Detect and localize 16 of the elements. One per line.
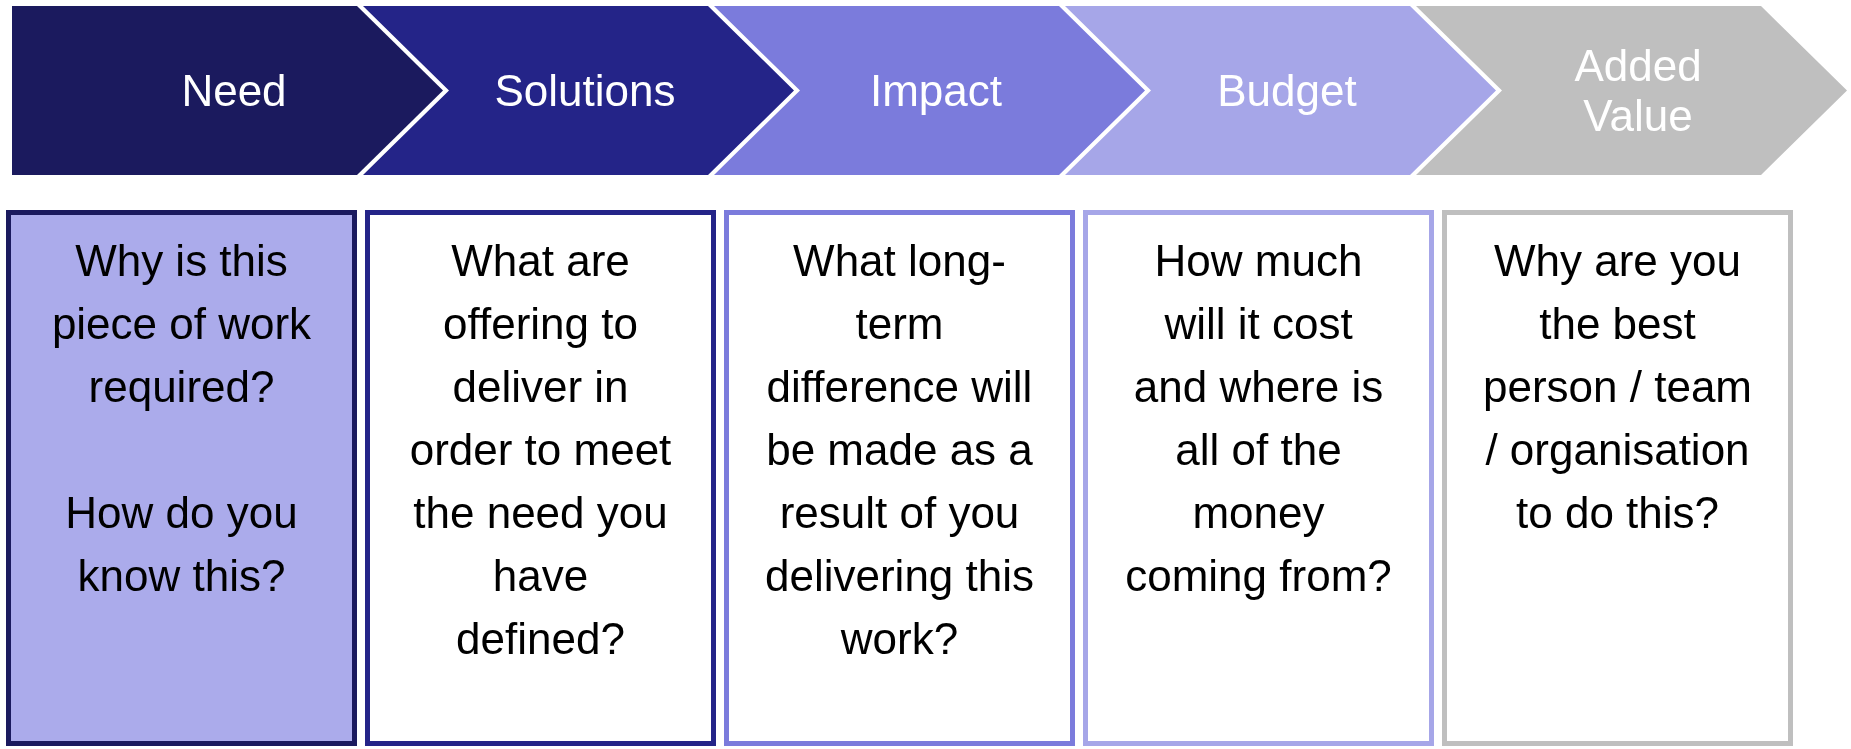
stage-title: Need xyxy=(181,65,287,116)
question-text: What long-term difference will be made as a result of you delivering this work? xyxy=(764,235,1035,665)
stage-title: Impact xyxy=(869,65,1002,116)
stage-title: Added Value xyxy=(1573,40,1703,141)
question-card xyxy=(365,210,716,746)
question-text: Why are you the best person / team / organisation to do this? xyxy=(1482,235,1753,539)
stage-title: Solutions xyxy=(494,65,676,116)
question-text: What are offering to deliver in order to meet the need you have defined? xyxy=(408,235,673,665)
question-card xyxy=(724,210,1075,746)
question-text: Why is this piece of work required? xyxy=(50,235,313,413)
stage-title: Budget xyxy=(1217,65,1357,116)
question-card xyxy=(1442,210,1793,746)
question-text: How do you know this? xyxy=(64,487,299,602)
question-card xyxy=(1083,210,1434,746)
question-card xyxy=(6,210,357,746)
question-text: How much will it cost and where is all of the money coming from? xyxy=(1124,235,1393,602)
